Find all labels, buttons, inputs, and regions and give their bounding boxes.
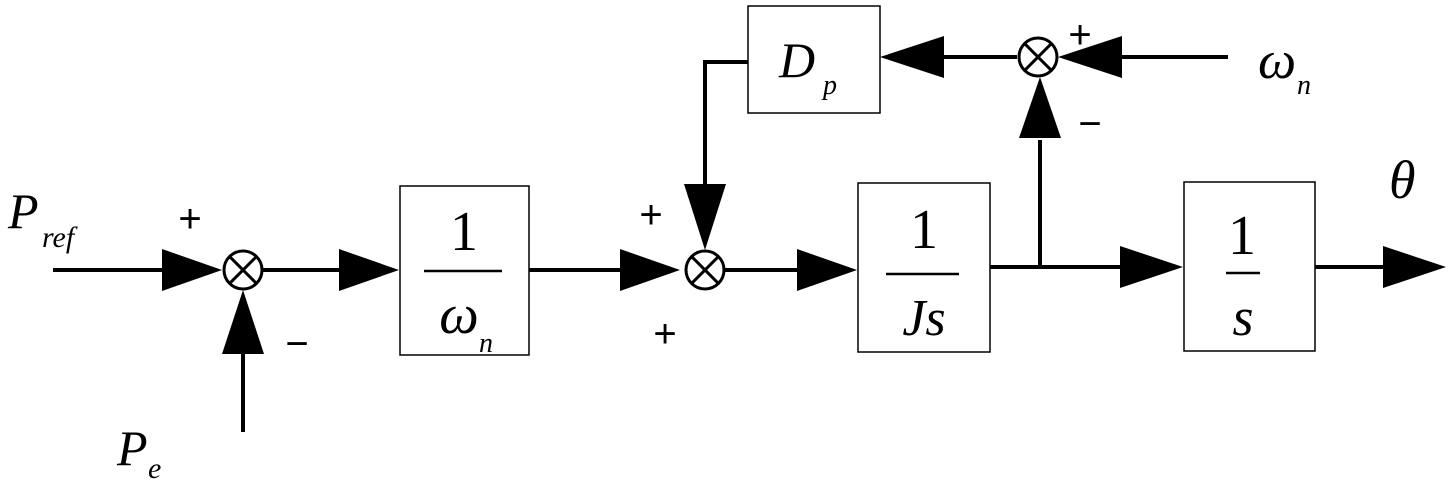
arrowhead-pe	[222, 290, 264, 354]
sum3-minus-sign: −	[1078, 102, 1101, 146]
p-ref-main: P	[7, 183, 39, 239]
inv-omega-denominator: ω	[439, 284, 479, 346]
block-inv-omega: 1 ω n	[399, 185, 530, 359]
dp-label-sub: p	[821, 70, 837, 101]
arrowhead-to-inv-s	[1120, 246, 1183, 288]
sum1-plus-sign: +	[178, 197, 201, 241]
sum3-plus-sign: +	[1068, 13, 1091, 57]
block-dp: D p	[747, 5, 881, 114]
inv-omega-numerator: 1	[450, 201, 478, 263]
inv-s-numerator: 1	[1228, 205, 1256, 267]
inv-js-numerator: 1	[910, 199, 938, 261]
arrowhead-theta	[1383, 246, 1446, 288]
arrowhead-branch-to-sum3	[1019, 77, 1061, 138]
block-inv-s: 1 s	[1183, 181, 1316, 352]
p-e-main: P	[116, 420, 148, 476]
label-p-ref: P ref	[7, 183, 78, 254]
inv-js-denominator: Js	[902, 290, 945, 347]
arrowhead-pref	[162, 249, 222, 291]
sum2-plus-sign-top: +	[639, 193, 662, 237]
inv-s-denominator: s	[1232, 287, 1253, 347]
arrowhead-omega-to-sum3	[1058, 36, 1122, 78]
p-ref-sub: ref	[42, 221, 78, 254]
summing-junction-3	[1017, 36, 1059, 78]
inv-omega-denominator-sub: n	[479, 328, 493, 359]
summing-junction-2	[684, 249, 726, 291]
arrowhead-to-inv-omega	[339, 249, 399, 291]
arrowhead-dp-to-sum2	[684, 184, 726, 250]
arrowhead-to-sum2	[620, 249, 680, 291]
dp-label: D	[778, 32, 815, 88]
sum2-plus-sign-bottom: +	[653, 312, 676, 356]
omega-n-sub: n	[1297, 70, 1311, 101]
p-e-sub: e	[148, 452, 161, 485]
label-omega-n: ω n	[1258, 30, 1311, 101]
summing-junction-1	[222, 249, 264, 291]
omega-n-main: ω	[1258, 30, 1296, 90]
label-theta: θ	[1389, 150, 1416, 210]
arrowhead-to-dp	[880, 36, 944, 78]
arrowhead-to-inv-js	[797, 249, 857, 291]
sum1-minus-sign: −	[285, 322, 308, 366]
block-inv-js: 1 Js	[857, 182, 991, 353]
label-p-e: P e	[116, 420, 161, 485]
wire-dp-to-sum2	[703, 60, 748, 190]
